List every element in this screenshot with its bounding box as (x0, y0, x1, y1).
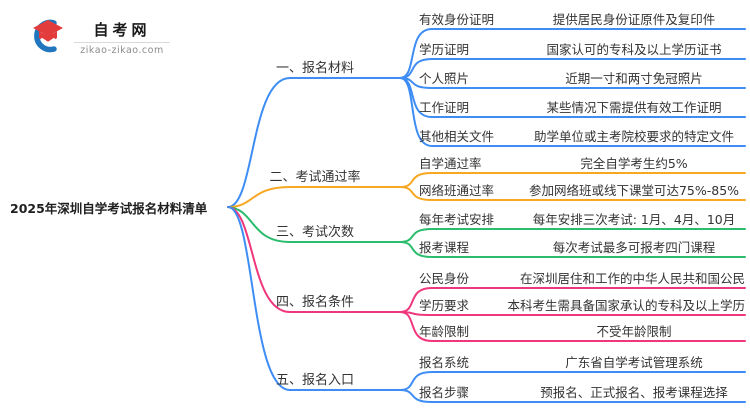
row-value: 助学单位或主考院校要求的特定文件 (533, 129, 734, 144)
branch-line-2 (227, 186, 401, 208)
row-key: 年龄限制 (419, 324, 470, 339)
row-citizenship: 公民身份 在深圳居住和工作的中华人民共和国公民 (408, 268, 745, 288)
row-id-proof: 有效身份证明 提供居民身份证原件及复印件 (408, 9, 745, 29)
row-value: 每年安排三次考试: 1月、4月、10月 (532, 212, 736, 227)
row-key: 有效身份证明 (419, 12, 495, 27)
row-key: 工作证明 (419, 100, 470, 115)
branch-label-conditions: 四、报名条件 (275, 295, 354, 310)
branch-label-entry: 五、报名入口 (275, 373, 354, 388)
row-age-limit: 年龄限制 不受年龄限制 (408, 321, 745, 341)
row-value: 每次考试最多可报考四门课程 (552, 240, 716, 255)
site-name: 自考网 (93, 21, 151, 39)
row-photo: 个人照片 近期一寸和两寸免冠照片 (408, 68, 745, 88)
row-key: 网络班通过率 (419, 183, 495, 198)
row-key: 学历证明 (419, 42, 470, 57)
row-education-proof: 学历证明 国家认可的专科及以上学历证书 (408, 39, 745, 59)
branch-label-pass-rate: 二、考试通过率 (269, 170, 361, 185)
row-value: 近期一寸和两寸免冠照片 (565, 71, 703, 86)
row-value: 不受年龄限制 (596, 324, 672, 339)
row-self-study-rate: 自学通过率 完全自学考生约5% (408, 153, 745, 173)
row-key: 自学通过率 (419, 156, 482, 171)
mindmap-root-title: 2025年深圳自学考试报名材料清单 (10, 201, 208, 216)
row-registration-system: 报名系统 广东省自学考试管理系统 (408, 352, 745, 372)
branch-label-exam-times: 三、考试次数 (275, 225, 354, 240)
row-key: 每年考试安排 (419, 212, 495, 227)
logo-divider (74, 42, 170, 43)
row-value: 某些情况下需提供有效工作证明 (546, 100, 722, 115)
row-education-requirement: 学历要求 本科考生需具备国家承认的专科及以上学历 (408, 295, 745, 315)
row-key: 其他相关文件 (419, 129, 495, 144)
row-key: 个人照片 (419, 71, 470, 86)
row-course-registration: 报考课程 每次考试最多可报考四门课程 (408, 237, 745, 257)
logo-cap-highlight (41, 38, 55, 44)
row-key: 报考课程 (419, 240, 470, 255)
row-annual-schedule: 每年考试安排 每年安排三次考试: 1月、4月、10月 (408, 209, 745, 229)
site-domain: zikao-zikao.com (80, 45, 164, 56)
row-work-proof: 工作证明 某些情况下需提供有效工作证明 (408, 97, 745, 117)
row-key: 报名系统 (419, 355, 470, 370)
row-value: 国家认可的专科及以上学历证书 (546, 42, 722, 57)
row-key: 公民身份 (419, 271, 470, 286)
row-key: 学历要求 (419, 298, 470, 313)
row-key: 报名步骤 (419, 385, 470, 400)
row-registration-steps: 报名步骤 预报名、正式报名、报考课程选择 (408, 382, 745, 402)
row-value: 广东省自学考试管理系统 (565, 355, 703, 370)
site-logo: 自考网 zikao-zikao.com (28, 18, 178, 58)
row-value: 提供居民身份证原件及复印件 (552, 12, 716, 27)
branch-label-materials: 一、报名材料 (275, 61, 354, 76)
row-other-docs: 其他相关文件 助学单位或主考院校要求的特定文件 (408, 126, 745, 146)
row-value: 在深圳居住和工作的中华人民共和国公民 (519, 271, 745, 286)
row-value: 预报名、正式报名、报考课程选择 (540, 385, 728, 400)
row-value: 完全自学考生约5% (580, 156, 688, 171)
logo-cap-top (33, 20, 63, 36)
row-value: 本科考生需具备国家承认的专科及以上学历 (507, 298, 745, 313)
row-online-class-rate: 网络班通过率 参加网络班或线下课堂可达75%-85% (408, 180, 745, 200)
row-value: 参加网络班或线下课堂可达75%-85% (528, 183, 740, 198)
graduation-cap-icon (33, 19, 63, 53)
branch-line-1 (227, 77, 401, 208)
